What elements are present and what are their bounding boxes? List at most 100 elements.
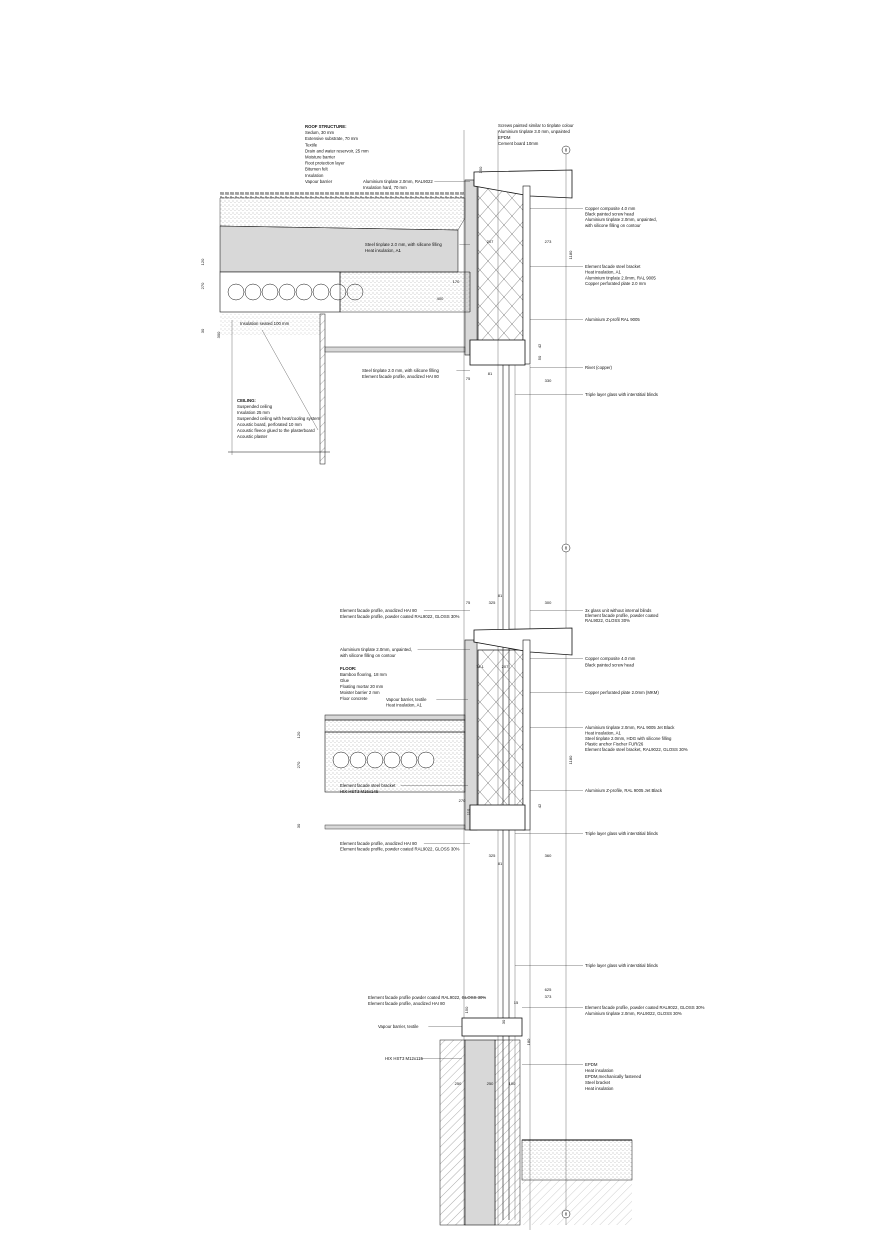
label-line: Drain and water reservoir, 25 mm — [305, 148, 369, 153]
label-line: ROOF STRUCTURE: — [305, 124, 347, 129]
label-floor: FLOOR:Bamboo flooring, 18 mmGlueFloating… — [340, 666, 387, 701]
spandrel-insulation — [477, 649, 524, 821]
dimension-value: 100 — [509, 1081, 516, 1086]
label-line: Aluminium tinplate 3.0 mm, unpainted — [498, 129, 571, 134]
label-line: Insulation hard, 70 mm — [363, 185, 407, 190]
base-column — [464, 1039, 496, 1226]
slab-void — [227, 283, 245, 301]
concrete-infill — [339, 271, 471, 313]
label-line: EPDM,mechanically fastened — [585, 1074, 642, 1079]
label-line: Cement board 10mm — [498, 141, 539, 146]
dimension-value: 250 — [455, 1081, 462, 1086]
label-mid-tinplate: Aluminium tinplate 2.0mm, unpainted,with… — [340, 647, 412, 658]
dimension-value: 74.1 — [476, 664, 485, 669]
dimension-value: 81 — [498, 593, 503, 598]
dimension-value: 170 — [453, 279, 460, 284]
label-line: Steel tinplate 2.0mm, HDG with silicone … — [585, 736, 672, 741]
window-head-mid — [469, 804, 526, 831]
label-line: Vapour barrier, textile — [386, 697, 427, 702]
base-sill — [461, 1017, 523, 1037]
label-line: Element facade profile, powder coated — [585, 613, 659, 618]
slab-void — [400, 751, 418, 769]
dimension-value: 30 — [296, 823, 301, 828]
dimension-value: 110 — [466, 808, 471, 815]
dimension-value: 1180 — [568, 755, 573, 764]
label-line: Copper composite 4.0 mm — [585, 656, 636, 661]
label-line: Acoustic board, perforated 10 mm — [237, 422, 302, 427]
label-line: Aluminium Z-profil RAL 9005 — [585, 317, 640, 322]
dimension-value: 120 — [296, 731, 301, 738]
slab-void — [417, 751, 435, 769]
base-detail — [439, 1017, 633, 1226]
label-mid-right-top: 3x glass unit without internal blindsEle… — [585, 608, 659, 623]
axis-marker-mid: 8 — [561, 543, 571, 553]
label-line: FLOOR: — [340, 666, 357, 671]
label-line: Triple layer glass with interstitial bli… — [585, 831, 658, 836]
label-roof-steel-tinplate: Steel tinplate 2.0 mm, with silicone fil… — [365, 242, 443, 253]
dimension-value: 207 — [487, 239, 494, 244]
dimension-value: 207 — [502, 664, 509, 669]
label-line: Aluminium tinplate 2.0mm, RAL9022, GLOSS… — [585, 1011, 682, 1016]
label-line: Element facade steel bracket, RAL9022, G… — [585, 747, 688, 752]
label-parapet-top: Screws painted similar to tinplate colou… — [498, 123, 574, 146]
floor-mortar — [324, 719, 466, 733]
label-line: Suspended ceiling — [237, 404, 273, 409]
label-line: Suspended ceiling with heat/cooling syst… — [237, 416, 321, 421]
slab-void — [332, 751, 350, 769]
dimension-labels: 2732071504001707581330118050423027030012… — [200, 166, 573, 1086]
label-line: Floor concrete — [340, 696, 368, 701]
label-line: Triple layer glass with interstitial bli… — [585, 963, 658, 968]
label-mid-right-copper: Copper composite 4.0 mm Black painted scr… — [585, 656, 636, 668]
floor-detail — [324, 627, 573, 831]
dimension-value: 75 — [466, 376, 471, 381]
label-line: Steel tinplate 2.0 mm, with silicone fil… — [365, 242, 443, 247]
label-mid-profiles-top: Element facade profile, anodized HAI 80E… — [340, 608, 460, 619]
leader-lines — [400, 181, 583, 1065]
label-line: Insulation — [305, 173, 324, 178]
label-mid-right-glass: Triple layer glass with interstitial bli… — [585, 831, 658, 836]
dimension-value: 300 — [545, 600, 552, 605]
label-mid-profiles-bottom: Element facade profile, anodized HAI 80E… — [340, 841, 460, 852]
dimension-value: 270 — [459, 798, 466, 803]
slab-void — [312, 283, 330, 301]
label-line: Sedum, 30 mm — [305, 130, 335, 135]
dimension-value: 270 — [200, 282, 205, 289]
label-roof-rivet: Rivet (copper) — [585, 365, 613, 370]
label-line: Copper perforated plate 2.0mm (MKM) — [585, 690, 659, 695]
label-line: HIX HST3 M12x115 — [385, 1056, 424, 1061]
label-line: Element facade profile, powder coated RA… — [340, 614, 460, 619]
roof-ceiling-insulation — [220, 314, 320, 336]
ceiling-wall — [319, 313, 326, 465]
label-line: Triple layer glass with interstitial bli… — [585, 392, 658, 397]
dimension-value: 325 — [489, 600, 496, 605]
label-line: Black painted screw head — [585, 663, 635, 668]
dimension-value: 1180 — [568, 250, 573, 259]
soffit — [324, 824, 466, 830]
label-line: Element facade profile, anodized HAI 80 — [362, 374, 440, 379]
label-line: EPDM — [498, 135, 511, 140]
axis-marker-label: 8 — [565, 1212, 568, 1217]
label-line: with silicone filling on contour — [585, 223, 641, 228]
label-line: 3x glass unit without internal blinds — [585, 608, 651, 613]
base-wall-right — [494, 1039, 521, 1226]
label-line: Vapour barrier, textile — [378, 1024, 419, 1029]
label-roof-zprofile: Aluminium Z-profil RAL 9005 — [585, 317, 640, 322]
ceiling-soffit — [324, 346, 466, 353]
label-line: Element facade profile, anodized HAI 80 — [340, 608, 418, 613]
axis-marker-label: 8 — [565, 546, 568, 551]
label-line: Screws painted similar to tinplate colou… — [498, 123, 574, 128]
parapet-coping — [473, 169, 573, 199]
ground-fill — [522, 1180, 632, 1225]
label-line: Insulation seated 100 mm — [240, 321, 290, 326]
label-line: Heat insulation, A1 — [386, 703, 422, 708]
label-base-anchor: HIX HST3 M12x115 — [385, 1056, 424, 1061]
label-line: Copper composite 4.0 mm — [585, 206, 636, 211]
axis-marker-top: 8 — [561, 145, 571, 155]
dimension-value: 75 — [466, 600, 471, 605]
label-line: Moisture barrier — [305, 155, 336, 160]
label-roof-insulation: Insulation seated 100 mm — [240, 321, 290, 326]
